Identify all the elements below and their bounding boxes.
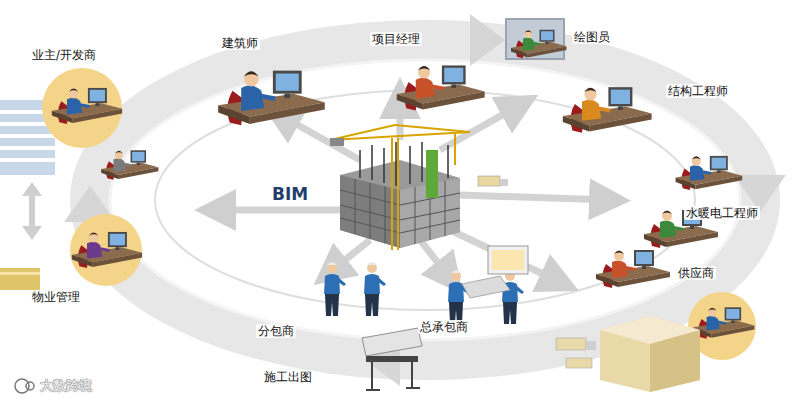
- center-label: BIM: [270, 184, 310, 205]
- role-label: 项目经理: [370, 32, 422, 46]
- role-label: 水暖电工程师: [684, 206, 760, 220]
- role-label: 总承包商: [418, 320, 470, 334]
- watermark: 大数跨境: [38, 378, 94, 394]
- role-label: 物业管理: [30, 290, 82, 304]
- role-label: 供应商: [676, 266, 716, 280]
- role-label: 建筑师: [220, 36, 260, 50]
- role-label: 业主/开发商: [30, 48, 98, 62]
- role-label: 结构工程师: [666, 84, 730, 98]
- role-label: 施工出图: [262, 370, 314, 384]
- role-label: 分包商: [256, 324, 296, 338]
- role-label: 绘图员: [572, 30, 612, 44]
